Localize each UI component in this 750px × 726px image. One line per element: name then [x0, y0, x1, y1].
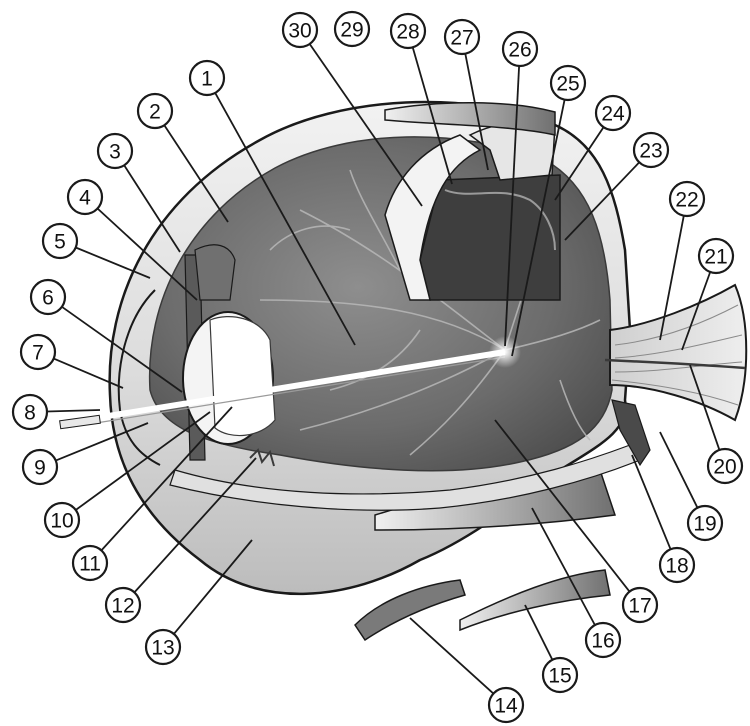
callout-12: 12 — [106, 588, 140, 622]
eye-illustration — [60, 102, 747, 640]
callout-11: 11 — [73, 546, 107, 580]
callout-number-28: 28 — [396, 21, 419, 44]
callout-28: 28 — [391, 14, 425, 48]
callout-8: 8 — [13, 395, 47, 429]
callout-number-30: 30 — [288, 20, 311, 43]
leader-line-18 — [632, 455, 671, 549]
callout-29: 29 — [335, 12, 369, 46]
callout-21: 21 — [699, 239, 733, 273]
callout-3: 3 — [98, 134, 132, 168]
callout-number-4: 4 — [79, 187, 91, 210]
callout-14: 14 — [489, 688, 523, 722]
callout-number-5: 5 — [54, 231, 66, 254]
callout-number-7: 7 — [32, 342, 44, 365]
callout-13: 13 — [146, 630, 180, 664]
callout-number-2: 2 — [149, 101, 161, 124]
callout-number-23: 23 — [639, 140, 662, 163]
callout-number-26: 26 — [508, 39, 531, 62]
callout-number-11: 11 — [79, 553, 101, 576]
callout-18: 18 — [660, 548, 694, 582]
callout-number-19: 19 — [693, 513, 716, 536]
callout-number-13: 13 — [151, 637, 174, 660]
callout-26: 26 — [503, 32, 537, 66]
callout-number-17: 17 — [628, 595, 651, 618]
leader-line-16 — [532, 508, 595, 625]
callout-number-10: 10 — [50, 510, 73, 533]
callout-7: 7 — [21, 335, 55, 369]
leader-line-8 — [47, 410, 100, 412]
callout-number-9: 9 — [34, 457, 46, 480]
callout-number-21: 21 — [704, 246, 727, 269]
callout-16: 16 — [586, 623, 620, 657]
ciliary-body — [195, 245, 235, 300]
callout-24: 24 — [596, 96, 630, 130]
callout-number-12: 12 — [111, 595, 134, 618]
callout-number-8: 8 — [24, 402, 36, 425]
callout-6: 6 — [31, 280, 65, 314]
lateral-rectus-muscle — [460, 570, 610, 630]
callout-number-25: 25 — [556, 73, 579, 96]
callout-20: 20 — [708, 449, 742, 483]
callout-27: 27 — [445, 20, 479, 54]
callout-number-16: 16 — [591, 630, 614, 653]
callout-number-15: 15 — [548, 665, 571, 688]
callout-17: 17 — [623, 588, 657, 622]
callout-5: 5 — [43, 224, 77, 258]
callout-number-1: 1 — [201, 68, 213, 91]
callout-4: 4 — [68, 180, 102, 214]
callout-25: 25 — [551, 66, 585, 100]
optic-nerve — [610, 285, 746, 420]
callout-30: 30 — [283, 13, 317, 47]
leader-line-15 — [525, 605, 552, 660]
callout-number-18: 18 — [665, 555, 688, 578]
callout-number-29: 29 — [340, 19, 363, 42]
callout-10: 10 — [45, 503, 79, 537]
lens-cut-face — [210, 317, 275, 436]
callout-number-6: 6 — [42, 287, 54, 310]
callout-2: 2 — [138, 94, 172, 128]
callout-number-14: 14 — [494, 695, 518, 718]
callout-number-3: 3 — [109, 141, 121, 164]
inferior-oblique-muscle — [355, 580, 465, 640]
callout-23: 23 — [634, 133, 668, 167]
callout-number-20: 20 — [713, 456, 736, 479]
callout-number-24: 24 — [601, 103, 625, 126]
callout-1: 1 — [190, 61, 224, 95]
leader-line-19 — [660, 432, 698, 508]
callout-number-22: 22 — [675, 189, 698, 212]
callout-22: 22 — [670, 182, 704, 216]
pointer-stub — [60, 415, 101, 428]
leader-line-14 — [410, 618, 493, 694]
callout-number-27: 27 — [450, 27, 473, 50]
callout-15: 15 — [543, 658, 577, 692]
callout-9: 9 — [23, 450, 57, 484]
callout-19: 19 — [688, 506, 722, 540]
